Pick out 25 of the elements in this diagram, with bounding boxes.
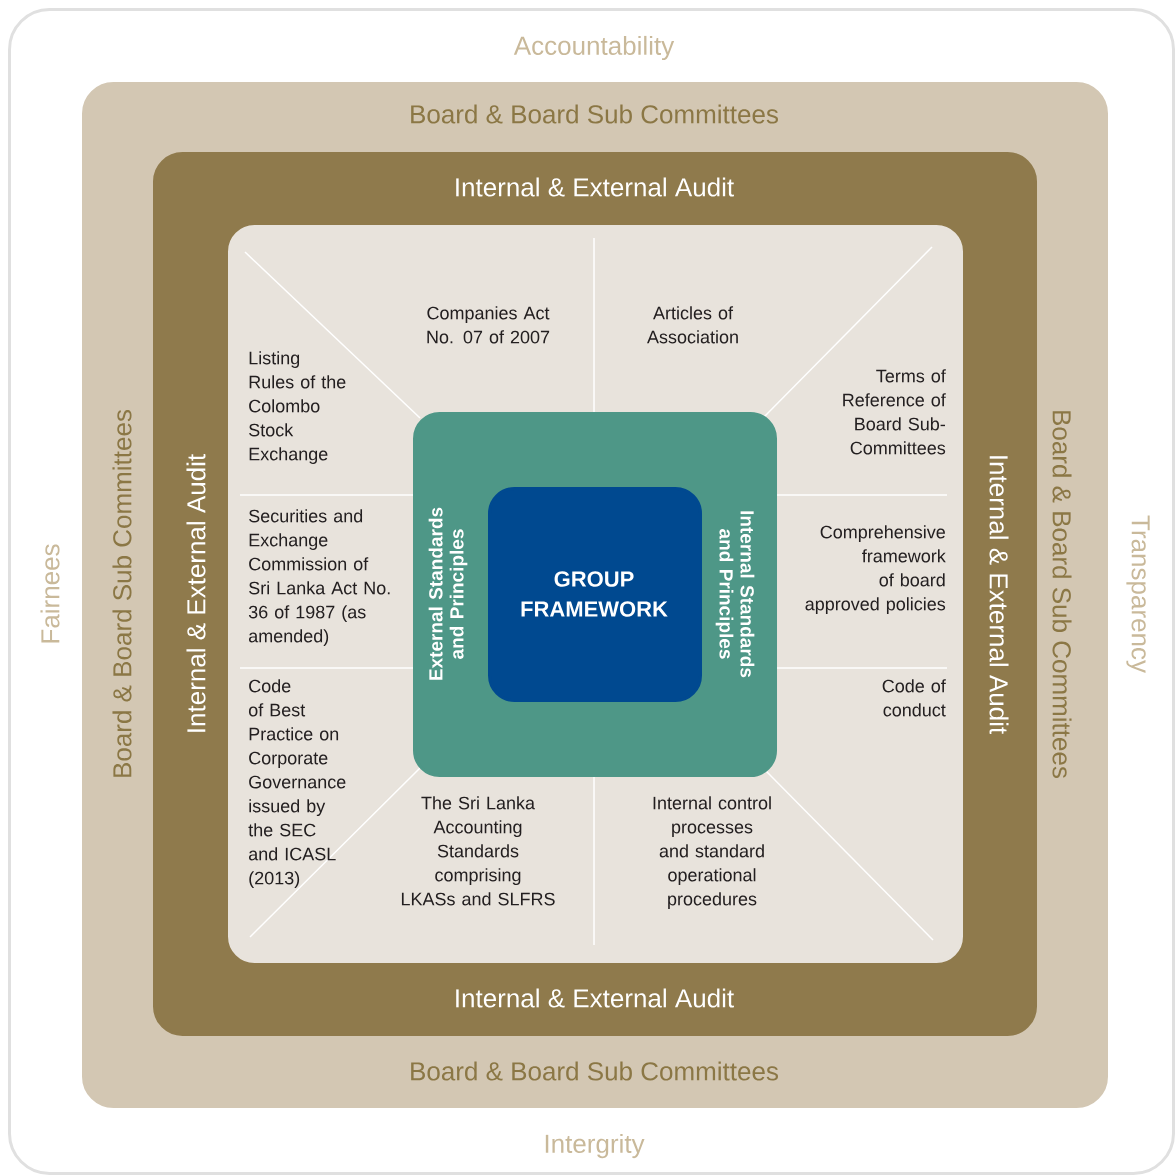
band-label: Board & Board Sub Committees [411,1061,778,1081]
framework-text: Comprehensive framework of board approved policies [805,525,946,614]
value-label: Fairnees [40,544,60,643]
standards-label: Internal Standards and Principles [715,511,755,678]
framework-title: GROUP FRAMEWORK [521,571,668,617]
framework-text: Code of conduct [882,679,946,717]
band-label: Internal & External Audit [186,454,206,732]
framework-text: The Sri Lanka Accounting Standards comprising LKASs and SLFRS [401,796,555,906]
framework-text: Listing Rules of the Colombo Stock Exchange [249,351,346,464]
band-label: Internal & External Audit [456,988,734,1008]
value-label: Transparency [1126,515,1150,673]
framework-text: Companies Act No. 07 of 2007 [427,306,550,344]
framework-text: Securities and Exchange Commission of Sri Lanka Act No. 36 of 1987 (as amended) [248,509,390,646]
value-label: Intergrity [545,1133,645,1159]
band-label: Board & Board Sub Committees [411,104,778,124]
value-label: Accountability [513,35,675,61]
framework-text: Terms of Reference of Board Sub-Committees [843,369,946,455]
band-label: Board & Board Sub Committees [112,410,132,777]
band-label: Board & Board Sub Committees [1052,411,1072,778]
framework-text: Internal control processes and standard operational procedures [653,796,771,909]
band-label: Internal & External Audit [989,456,1009,734]
standards-label: External Standards and Principles [428,507,468,680]
framework-text: Articles of Association [647,306,738,344]
band-label: Internal & External Audit [456,177,734,197]
framework-text: Code of Best Practice on Corporate Governance issued by the SEC and ICASL (2013) [248,679,346,888]
